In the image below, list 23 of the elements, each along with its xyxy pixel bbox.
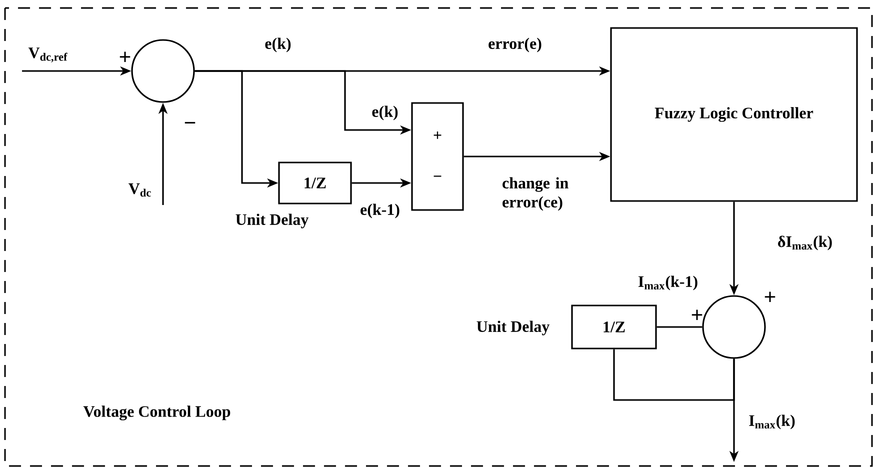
- edge-label: I$_{max}$(k): [749, 414, 795, 430]
- edge-label: V$_{dc,ref}$: [28, 48, 68, 62]
- edge-label: V$_{dc}$: [128, 183, 151, 197]
- edge-label: e(k): [372, 106, 398, 120]
- summing-junction: [131, 39, 195, 103]
- sign-symbol: +: [692, 310, 702, 320]
- loop-title: Voltage Control Loop: [83, 406, 230, 420]
- delay-box: 1/Z: [278, 162, 352, 204]
- signal-label: e(k): [265, 38, 291, 52]
- controller-box: Fuzzy Logic Controller: [610, 27, 858, 202]
- edge-label: δI$_{max}$(k): [778, 236, 832, 250]
- sign-symbol: +: [120, 52, 130, 62]
- edge-label: change in error(ce): [502, 177, 568, 211]
- edge-label: error(e): [488, 38, 542, 52]
- subtractor-box: + −: [411, 102, 464, 211]
- summing-junction: [702, 295, 766, 359]
- edge-label: e(k-1): [360, 204, 400, 218]
- delay-box: 1/Z: [571, 304, 657, 350]
- sign-symbol: +: [764, 292, 776, 302]
- block-caption: Unit Delay: [236, 214, 308, 228]
- signal-label: I$_{max}$(k-1): [638, 276, 698, 290]
- block-caption: Unit Delay: [476, 320, 550, 336]
- sign-symbol: −: [184, 122, 196, 124]
